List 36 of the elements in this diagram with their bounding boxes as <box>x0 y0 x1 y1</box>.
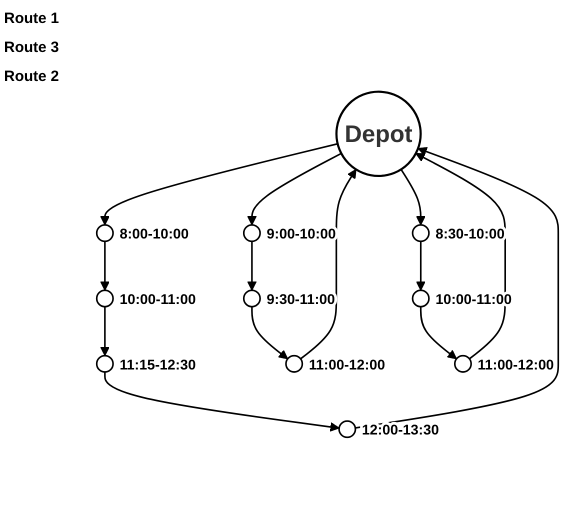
arrow <box>100 306 110 356</box>
node-circle <box>412 290 430 308</box>
route-label: Route 1 <box>4 10 60 27</box>
time-window-label: 12:00-13:30 <box>362 422 439 438</box>
time-window-label: 9:30-11:00 <box>266 291 336 308</box>
time-window-label: 8:30-10:00 <box>435 226 505 242</box>
node-circle <box>242 224 261 242</box>
arrow <box>100 241 110 291</box>
arrow <box>355 147 560 429</box>
arrow <box>247 152 342 226</box>
arrow <box>247 241 257 291</box>
arrow <box>400 169 426 226</box>
node-circle <box>96 224 114 242</box>
node-circle <box>454 355 472 373</box>
node-circle: Depot <box>335 90 422 178</box>
time-window-label: 9:00-10:00 <box>266 226 336 242</box>
arrow <box>420 306 457 360</box>
time-window-label: 11:15-12:30 <box>120 356 196 372</box>
node-circle <box>412 224 430 242</box>
node-circle <box>96 355 114 373</box>
time-window-label: 11:00-12:00 <box>308 356 386 372</box>
time-window-label: 11:00-12:00 <box>478 356 554 372</box>
time-window-label: 10:00-11:00 <box>120 291 196 308</box>
route-label: Route 2 <box>4 68 60 85</box>
node-circle <box>338 420 356 438</box>
node-circle <box>242 290 261 308</box>
node-circle <box>285 355 304 373</box>
arrow <box>300 169 356 360</box>
arrow <box>415 153 506 360</box>
time-window-label: 8:00-10:00 <box>120 226 189 242</box>
arrow <box>104 372 340 432</box>
arrow <box>100 143 338 226</box>
node-circle <box>96 290 114 308</box>
arrow <box>251 306 288 360</box>
route-label: Route 3 <box>4 39 60 56</box>
arrow <box>416 241 426 291</box>
